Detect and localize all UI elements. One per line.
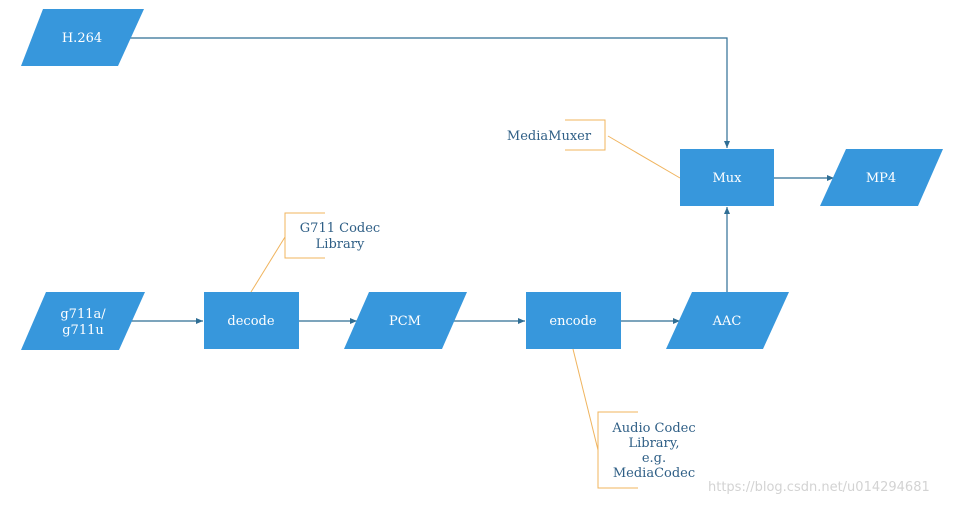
note-mediamuxer: MediaMuxer xyxy=(507,119,681,179)
node-encode: encode xyxy=(526,292,621,349)
node-mux-label: Mux xyxy=(712,171,742,186)
note-mediamuxer-text: MediaMuxer xyxy=(507,129,592,144)
note-audio-codec: Audio Codec Library, e.g. MediaCodec xyxy=(572,348,696,489)
note-audio-codec-line1: Audio Codec xyxy=(611,421,695,436)
node-pcm-label: PCM xyxy=(389,314,421,329)
note-g711-codec-line2: Library xyxy=(316,237,365,252)
note-audio-codec-line3: e.g. xyxy=(642,451,666,466)
node-aac: AAC xyxy=(666,292,789,349)
note-g711-codec-line1: G711 Codec xyxy=(300,221,380,236)
node-encode-label: encode xyxy=(549,314,596,329)
node-mux: Mux xyxy=(680,149,774,206)
node-aac-label: AAC xyxy=(712,314,742,329)
node-mp4-label: MP4 xyxy=(866,171,896,186)
node-mp4: MP4 xyxy=(820,149,943,206)
note-g711-codec: G711 Codec Library xyxy=(250,212,380,293)
watermark-text: https://blog.csdn.net/u014294681 xyxy=(708,480,930,495)
edges xyxy=(129,37,834,324)
edge-h264-to-mux xyxy=(130,37,730,148)
node-g711: g711a/ g711u xyxy=(21,292,145,350)
note-audio-codec-line2: Library, xyxy=(628,436,679,451)
nodes: H.264 Mux MP4 g711a/ g711u decode PCM en… xyxy=(21,9,943,350)
annotations: MediaMuxer G711 Codec Library Audio Code… xyxy=(250,119,696,489)
node-decode-label: decode xyxy=(227,314,274,329)
node-h264: H.264 xyxy=(21,9,144,66)
note-audio-codec-line4: MediaCodec xyxy=(613,466,695,481)
node-g711-label-line2: g711u xyxy=(62,323,104,338)
node-pcm: PCM xyxy=(344,292,467,349)
node-decode: decode xyxy=(204,292,299,349)
node-g711-label-line1: g711a/ xyxy=(60,307,106,322)
node-h264-label: H.264 xyxy=(62,31,102,46)
